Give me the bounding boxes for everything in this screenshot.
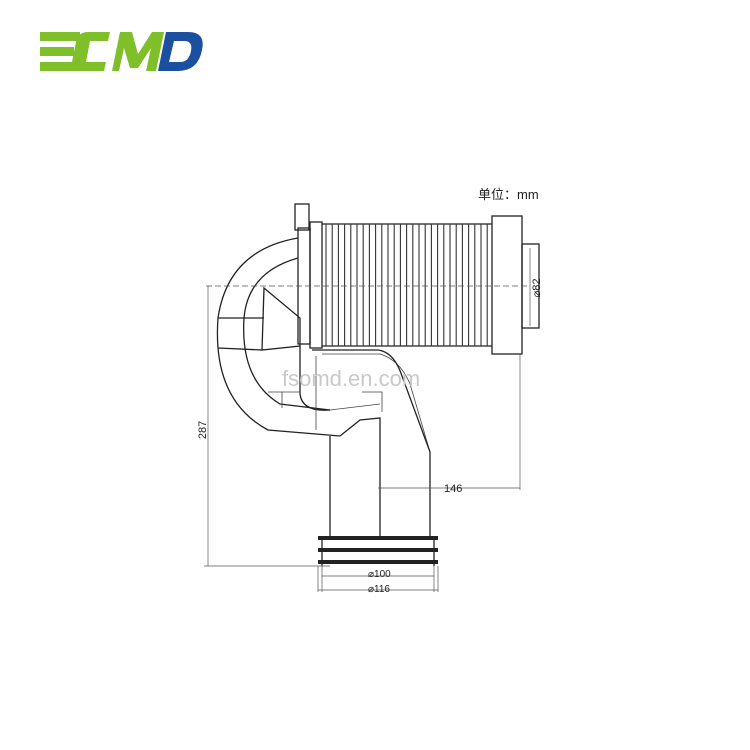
dimension-inlet-diameter: ⌀82 <box>529 248 543 326</box>
outlet-seal-rings <box>318 536 438 566</box>
dimension-height: 287 <box>197 286 330 567</box>
dimension-outlet-inner-label: ⌀100 <box>368 569 391 580</box>
dimension-outlet-diameters: ⌀100 ⌀116 <box>317 566 439 595</box>
corrugated-hose <box>294 203 492 349</box>
dimension-inlet-diameter-label: ⌀82 <box>531 279 543 298</box>
dimension-offset: 146 <box>444 354 521 495</box>
logo-stripes-icon <box>40 32 80 71</box>
dimension-outlet-outer-label: ⌀116 <box>368 584 390 595</box>
brand-logo <box>40 32 203 71</box>
watermark: fsomd.en.com <box>282 366 420 391</box>
dimension-height-label: 287 <box>197 421 209 439</box>
logo-cmd-icon <box>71 32 203 71</box>
centre-lines <box>206 285 530 489</box>
elbow-body <box>216 237 431 536</box>
unit-label: 单位：mm <box>478 187 539 202</box>
dimension-offset-label: 146 <box>444 483 462 495</box>
